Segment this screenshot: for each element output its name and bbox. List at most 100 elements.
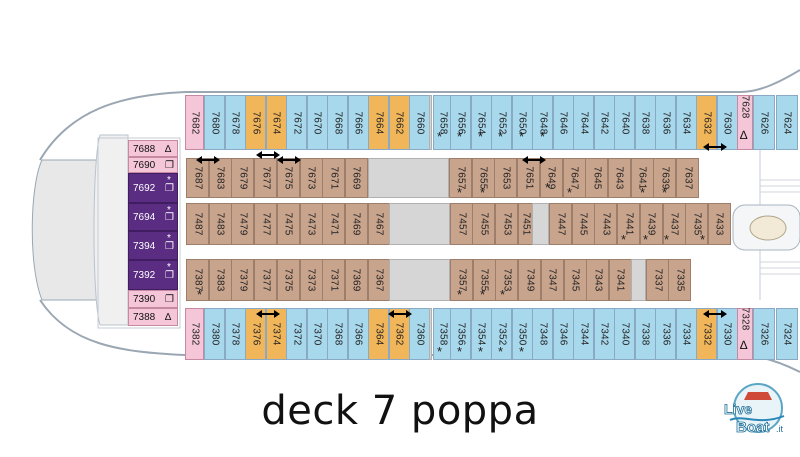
cabin-7668[interactable]: 7668 [327,95,348,150]
cabin-7687[interactable]: 7687 [186,158,209,198]
cabin-7634[interactable]: 7634 [675,95,697,150]
cabin-7692[interactable]: 7692❐* [128,173,178,203]
cabin-7669[interactable]: 7669 [344,158,368,198]
cabin-7345[interactable]: 7345 [563,259,587,301]
cabin-7328[interactable]: 7328 [737,307,753,360]
cabin-7678[interactable]: 7678 [224,95,246,150]
cabin-7366[interactable]: 7366 [347,308,369,360]
cabin-7373[interactable]: 7373 [299,259,323,301]
cabin-7394[interactable]: 7394❐* [128,231,178,260]
cabin-7371[interactable]: 7371 [322,259,346,301]
cabin-7355[interactable]: 7355 [472,259,496,301]
cabin-7643[interactable]: 7643 [607,158,631,198]
cabin-7375[interactable]: 7375 [276,259,300,301]
cabin-7324[interactable]: 7324 [776,308,798,360]
cabin-7383[interactable]: 7383 [208,259,232,301]
cabin-7473[interactable]: 7473 [299,203,323,245]
cabin-7372[interactable]: 7372 [286,308,307,360]
cabin-7336[interactable]: 7336 [655,308,676,360]
cabin-7682[interactable]: 7682 [185,95,204,150]
cabin-7642[interactable]: 7642 [593,95,615,150]
cabin-7688[interactable]: 7688∆ [128,140,178,157]
cabin-7435[interactable]: 7435 [685,203,709,245]
cabin-7675[interactable]: 7675 [276,158,300,198]
cabin-7664[interactable]: 7664 [368,95,389,150]
cabin-7646[interactable]: 7646 [552,95,574,150]
cabin-7340[interactable]: 7340 [614,308,635,360]
cabin-7479[interactable]: 7479 [231,203,255,245]
cabin-7644[interactable]: 7644 [573,95,594,150]
cabin-7672[interactable]: 7672 [286,95,307,150]
cabin-7638[interactable]: 7638 [634,95,656,150]
cabin-7343[interactable]: 7343 [586,259,610,301]
cabin-7437[interactable]: 7437 [662,203,686,245]
cabin-7445[interactable]: 7445 [571,203,595,245]
cabin-7640[interactable]: 7640 [614,95,635,150]
cabin-7657[interactable]: 7657 [449,158,472,198]
cabin-7364[interactable]: 7364 [368,308,389,360]
cabin-7441[interactable]: 7441 [617,203,641,245]
cabin-7639[interactable]: 7639 [653,158,677,198]
cabin-7694[interactable]: 7694❐* [128,203,178,231]
cabin-7651[interactable]: 7651 [517,158,541,198]
cabin-7649[interactable]: 7649 [539,158,563,198]
cabin-7641[interactable]: 7641 [630,158,654,198]
cabin-7666[interactable]: 7666 [347,95,369,150]
cabin-7379[interactable]: 7379 [231,259,255,301]
cabin-7346[interactable]: 7346 [552,308,574,360]
cabin-7647[interactable]: 7647 [562,158,586,198]
cabin-7673[interactable]: 7673 [299,158,323,198]
cabin-7451[interactable]: 7451 [518,203,533,245]
cabin-7367[interactable]: 7367 [367,259,391,301]
cabin-7342[interactable]: 7342 [593,308,615,360]
cabin-7455[interactable]: 7455 [472,203,495,245]
cabin-7469[interactable]: 7469 [344,203,368,245]
cabin-7388[interactable]: 7388∆ [128,308,178,326]
cabin-7360[interactable]: 7360 [409,308,430,360]
cabin-7674[interactable]: 7674 [265,95,287,150]
cabin-7680[interactable]: 7680 [204,95,225,150]
cabin-7326[interactable]: 7326 [753,308,775,360]
cabin-7353[interactable]: 7353 [495,259,519,301]
cabin-7335[interactable]: 7335 [668,259,691,301]
cabin-7341[interactable]: 7341 [608,259,632,301]
cabin-7344[interactable]: 7344 [573,308,594,360]
cabin-7357[interactable]: 7357 [450,259,473,301]
cabin-7378[interactable]: 7378 [224,308,246,360]
cabin-7439[interactable]: 7439 [639,203,663,245]
cabin-7392[interactable]: 7392❐* [128,260,178,290]
cabin-7662[interactable]: 7662 [388,95,410,150]
cabin-7387[interactable]: 7387 [186,259,209,301]
cabin-7380[interactable]: 7380 [204,308,225,360]
cabin-7433[interactable]: 7433 [707,203,731,245]
cabin-7368[interactable]: 7368 [327,308,348,360]
cabin-7683[interactable]: 7683 [208,158,232,198]
cabin-7624[interactable]: 7624 [776,95,798,150]
cabin-7487[interactable]: 7487 [186,203,209,245]
cabin-7370[interactable]: 7370 [306,308,328,360]
cabin-7390[interactable]: 7390❐ [128,290,178,308]
cabin-7334[interactable]: 7334 [675,308,697,360]
cabin-7477[interactable]: 7477 [254,203,278,245]
cabin-7636[interactable]: 7636 [655,95,676,150]
cabin-7348[interactable]: 7348 [532,308,553,360]
cabin-7676[interactable]: 7676 [245,95,266,150]
cabin-7377[interactable]: 7377 [254,259,278,301]
cabin-7475[interactable]: 7475 [276,203,300,245]
cabin-7347[interactable]: 7347 [540,259,564,301]
cabin-7679[interactable]: 7679 [231,158,255,198]
cabin-7628[interactable]: 7628 [737,95,753,150]
cabin-7690[interactable]: 7690❐ [128,157,178,173]
cabin-7660[interactable]: 7660 [409,95,430,150]
cabin-7637[interactable]: 7637 [676,158,699,198]
cabin-7483[interactable]: 7483 [208,203,232,245]
cabin-7443[interactable]: 7443 [594,203,618,245]
cabin-7457[interactable]: 7457 [450,203,473,245]
cabin-7447[interactable]: 7447 [549,203,572,245]
cabin-7382[interactable]: 7382 [185,308,204,360]
cabin-7653[interactable]: 7653 [494,158,518,198]
cabin-7337[interactable]: 7337 [646,259,669,301]
cabin-7677[interactable]: 7677 [254,158,278,198]
cabin-7655[interactable]: 7655 [471,158,495,198]
cabin-7467[interactable]: 7467 [367,203,391,245]
